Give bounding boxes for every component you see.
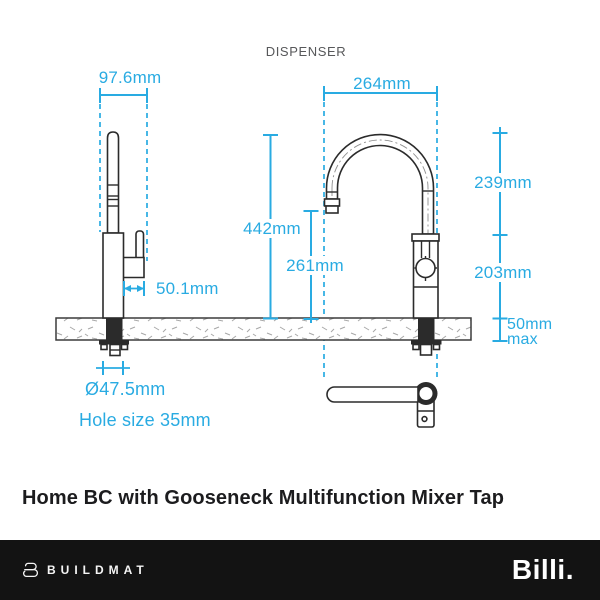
dim-right-width: 264mm [353, 74, 411, 93]
handle-side-view [326, 382, 438, 428]
dim-left-width: 97.6mm [98, 68, 162, 87]
dim-handle-reach: 50.1mm [156, 279, 219, 298]
dim-arc-height: 239mm [471, 173, 535, 192]
dim-body-height: 203mm [471, 263, 535, 282]
dim-hole-size: Hole size 35mm [79, 410, 211, 430]
dim-bench-thickness-max: max [507, 331, 538, 348]
left-tap-drawing [99, 131, 145, 357]
dimension-lines [96, 86, 508, 375]
billi-logo: Billi. [511, 554, 574, 585]
tap-technical-drawing [55, 86, 508, 428]
buildmat-wordmark: BUILDMAT [47, 563, 149, 577]
product-title: Home BC with Gooseneck Multifunction Mix… [22, 487, 505, 509]
buildmat-logo-icon [23, 562, 38, 578]
right-tap-drawing [323, 133, 442, 356]
dispenser-label: DISPENSER [265, 44, 347, 59]
dim-spout-height: 261mm [283, 256, 347, 275]
buildmat-logo: BUILDMAT [22, 561, 149, 579]
dim-shank-diameter: Ø47.5mm [85, 379, 166, 399]
footer-bar: BUILDMAT Billi. [0, 540, 600, 600]
dim-total-height: 442mm [240, 219, 304, 238]
dim-bench-thickness: 50mm [507, 316, 553, 333]
